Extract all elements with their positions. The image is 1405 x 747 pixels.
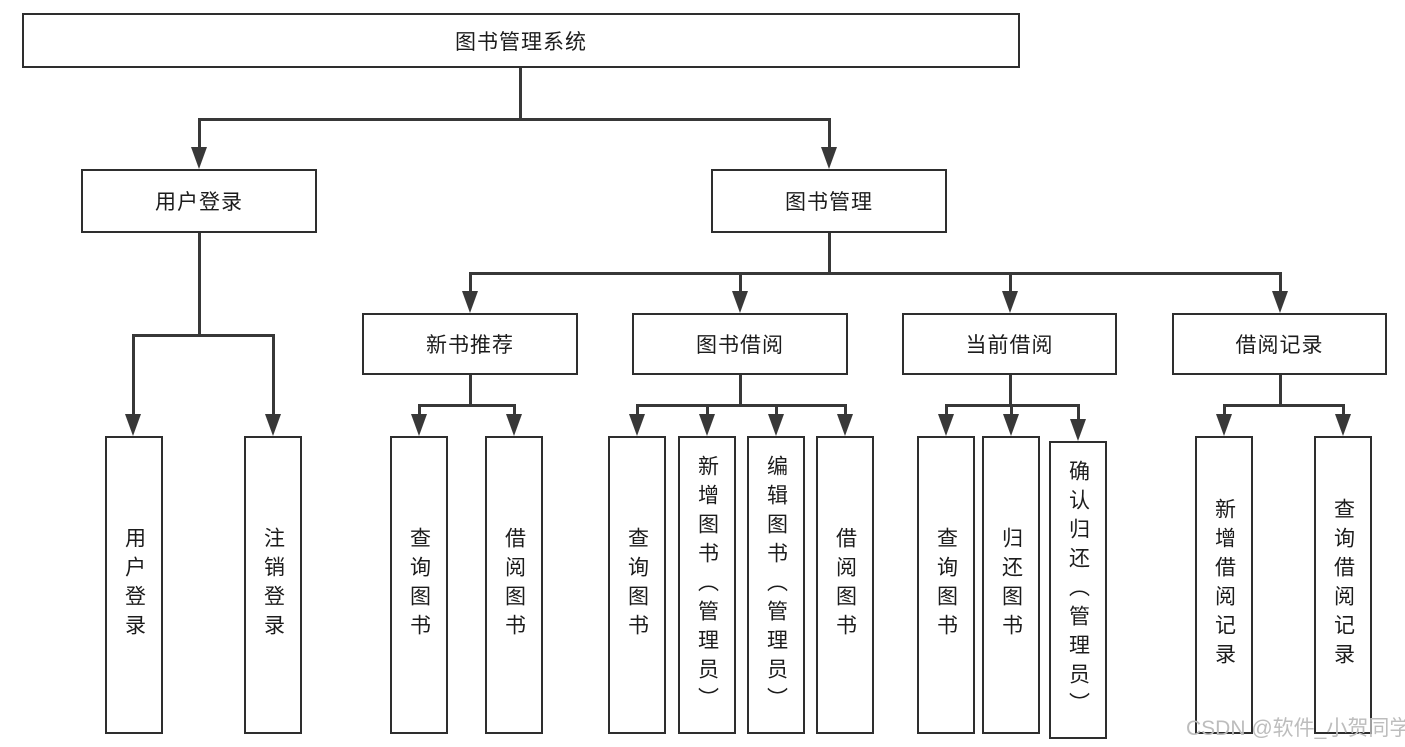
- leaf-query-borrow-record-label: 查询借阅记录: [1331, 498, 1355, 672]
- leaf-add-borrow-record: 新增借阅记录: [1195, 436, 1253, 734]
- connector-line: [469, 272, 472, 293]
- connector-line: [133, 334, 274, 337]
- node-user-login: 用户登录: [81, 169, 317, 233]
- node-root-label: 图书管理系统: [455, 30, 587, 54]
- arrowhead-icon: [1335, 414, 1351, 436]
- leaf-add-books-admin-label: 新增图书（管理员）: [695, 454, 719, 716]
- connector-line: [132, 334, 135, 416]
- connector-line: [469, 272, 1281, 275]
- connector-line: [844, 404, 847, 416]
- connector-line: [198, 118, 201, 150]
- leaf-return-books: 归还图书: [982, 436, 1040, 734]
- leaf-query-books-borrow: 查询图书: [608, 436, 666, 734]
- arrowhead-icon: [629, 414, 645, 436]
- leaf-borrow-books-recommend: 借阅图书: [485, 436, 543, 734]
- node-book-management-label: 图书管理: [785, 191, 873, 214]
- arrowhead-icon: [411, 414, 427, 436]
- node-book-management: 图书管理: [711, 169, 947, 233]
- leaf-borrow-books: 借阅图书: [816, 436, 874, 734]
- leaf-query-books-borrow-label: 查询图书: [625, 527, 649, 643]
- connector-line: [1010, 404, 1013, 416]
- arrowhead-icon: [732, 291, 748, 313]
- leaf-query-books-recommend: 查询图书: [390, 436, 448, 734]
- connector-line: [828, 118, 831, 150]
- arrowhead-icon: [1002, 291, 1018, 313]
- node-book-borrow: 图书借阅: [632, 313, 848, 375]
- leaf-confirm-return-admin-label: 确认归还（管理员）: [1066, 459, 1090, 721]
- node-current-borrow: 当前借阅: [902, 313, 1117, 375]
- arrowhead-icon: [125, 414, 141, 436]
- connector-line: [1223, 404, 1226, 416]
- leaf-borrow-books-label: 借阅图书: [833, 527, 857, 643]
- connector-line: [739, 272, 742, 293]
- arrowhead-icon: [938, 414, 954, 436]
- connector-line: [775, 404, 778, 416]
- arrowhead-icon: [837, 414, 853, 436]
- connector-line: [706, 404, 709, 416]
- node-new-book-recommend-label: 新书推荐: [426, 334, 514, 357]
- leaf-logout-label: 注销登录: [261, 527, 285, 643]
- connector-line: [1009, 374, 1012, 406]
- connector-line: [469, 374, 472, 406]
- node-root: 图书管理系统: [22, 13, 1020, 68]
- node-user-login-label: 用户登录: [155, 191, 243, 214]
- connector-line: [418, 404, 421, 416]
- connector-line: [198, 118, 830, 121]
- connector-line: [513, 404, 516, 416]
- connector-line: [198, 231, 201, 336]
- connector-line: [418, 404, 516, 407]
- connector-line: [636, 404, 639, 416]
- leaf-edit-books-admin-label: 编辑图书（管理员）: [764, 454, 788, 716]
- connector-line: [519, 66, 522, 119]
- node-borrow-record-label: 借阅记录: [1235, 334, 1324, 357]
- arrowhead-icon: [1070, 419, 1086, 441]
- leaf-user-login: 用户登录: [105, 436, 163, 734]
- arrowhead-icon: [191, 147, 207, 169]
- leaf-confirm-return-admin: 确认归还（管理员）: [1049, 441, 1107, 739]
- leaf-user-login-label: 用户登录: [122, 527, 146, 643]
- leaf-query-books-current-label: 查询图书: [934, 527, 958, 643]
- arrowhead-icon: [1272, 291, 1288, 313]
- connector-line: [739, 374, 742, 406]
- connector-line: [1279, 272, 1282, 293]
- node-book-borrow-label: 图书借阅: [696, 334, 784, 357]
- connector-line: [945, 404, 948, 416]
- arrowhead-icon: [462, 291, 478, 313]
- node-current-borrow-label: 当前借阅: [965, 334, 1054, 357]
- leaf-add-books-admin: 新增图书（管理员）: [678, 436, 736, 734]
- connector-line: [1077, 404, 1080, 421]
- connector-line: [1009, 272, 1012, 293]
- leaf-edit-books-admin: 编辑图书（管理员）: [747, 436, 805, 734]
- leaf-return-books-label: 归还图书: [999, 527, 1023, 643]
- node-new-book-recommend: 新书推荐: [362, 313, 578, 375]
- arrowhead-icon: [265, 414, 281, 436]
- leaf-logout: 注销登录: [244, 436, 302, 734]
- leaf-query-borrow-record: 查询借阅记录: [1314, 436, 1372, 734]
- node-borrow-record: 借阅记录: [1172, 313, 1387, 375]
- connector-line: [1342, 404, 1345, 416]
- connector-line: [1279, 374, 1282, 406]
- arrowhead-icon: [699, 414, 715, 436]
- connector-line: [272, 334, 275, 416]
- leaf-query-books-current: 查询图书: [917, 436, 975, 734]
- connector-line: [636, 404, 846, 407]
- connector-line: [1223, 404, 1344, 407]
- arrowhead-icon: [768, 414, 784, 436]
- arrowhead-icon: [506, 414, 522, 436]
- leaf-add-borrow-record-label: 新增借阅记录: [1212, 498, 1236, 672]
- arrowhead-icon: [1216, 414, 1232, 436]
- leaf-borrow-books-recommend-label: 借阅图书: [502, 527, 526, 643]
- arrowhead-icon: [821, 147, 837, 169]
- arrowhead-icon: [1003, 414, 1019, 436]
- connector-line: [828, 231, 831, 274]
- leaf-query-books-recommend-label: 查询图书: [407, 527, 431, 643]
- csdn-watermark: CSDN @软件_小贺同学: [1186, 717, 1405, 740]
